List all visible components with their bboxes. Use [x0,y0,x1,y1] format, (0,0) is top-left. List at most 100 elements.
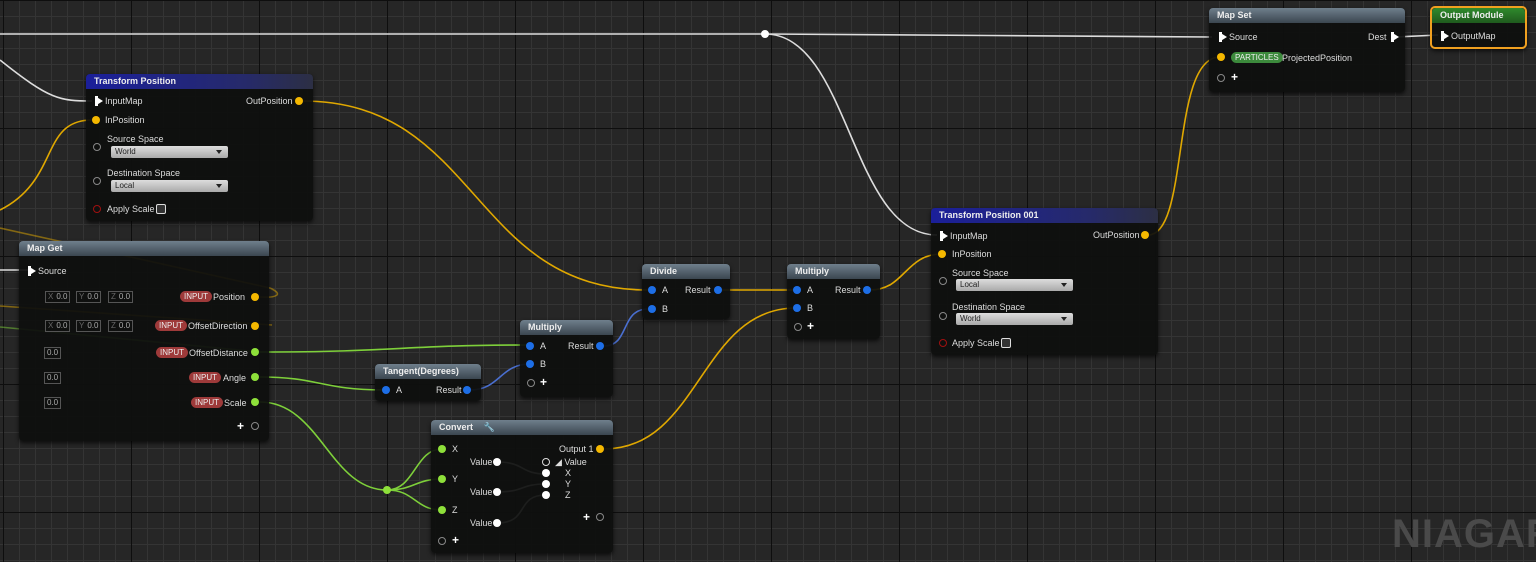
source-pin[interactable] [1219,32,1227,42]
scale-field[interactable]: 0.0 [44,397,62,409]
add-pin[interactable] [251,422,259,430]
pin-label: InPosition [105,115,145,125]
result-pin[interactable] [714,286,722,294]
multiply-node[interactable]: Multiply A B Result + [520,320,613,397]
angle-pin[interactable] [251,373,259,381]
outputmap-pin[interactable] [1441,31,1449,41]
add-pin-icon[interactable]: + [237,419,245,433]
add-pin[interactable] [1217,74,1225,82]
source-space-pin[interactable] [939,277,947,285]
pin-label: Result [436,385,462,395]
value-pin[interactable] [493,519,501,527]
dest-space-dropdown[interactable]: Local [111,180,228,192]
x-sub-pin[interactable] [542,469,550,477]
pin-label: OffsetDirection [188,321,248,331]
b-pin[interactable] [526,360,534,368]
b-pin[interactable] [648,305,656,313]
angle-field[interactable]: 0.0 [44,372,62,384]
scale-pin[interactable] [251,398,259,406]
add-pin[interactable] [438,537,446,545]
outposition-pin[interactable] [1141,231,1149,239]
result-pin[interactable] [463,386,471,394]
input-badge: INPUT [180,291,212,302]
offsetdistance-field[interactable]: 0.0 [44,347,62,359]
value-pin[interactable] [493,458,501,466]
dest-space-dropdown[interactable]: World [956,313,1073,325]
wire-exec-to-tp001 [764,33,938,236]
source-space-dropdown[interactable]: Local [956,279,1073,291]
apply-scale-pin[interactable] [939,339,947,347]
map-set-node[interactable]: Map Set Source Dest PARTICLES ProjectedP… [1209,8,1405,92]
wrench-icon[interactable]: 🔧 [483,422,495,432]
add-pin[interactable] [794,323,802,331]
dest-pin[interactable] [1391,32,1399,42]
pin-label: Source [1229,32,1258,42]
offsetdirection-pin[interactable] [251,322,259,330]
result-pin[interactable] [596,342,604,350]
add-pin-icon[interactable]: + [1231,70,1239,84]
add-pin-icon[interactable]: + [540,375,548,389]
apply-scale-checkbox[interactable] [1001,338,1011,348]
reroute-node-float[interactable] [383,486,391,494]
add-pin-icon[interactable]: + [452,533,460,547]
y-pin[interactable] [438,475,446,483]
transform-position-001-node[interactable]: Transform Position 001 InputMap InPositi… [931,208,1158,355]
wire-exec-to-tp [0,59,93,102]
inputmap-pin[interactable] [95,96,103,106]
source-space-pin[interactable] [93,143,101,151]
a-pin[interactable] [793,286,801,294]
pin-label: B [662,304,669,314]
value: 0.0 [118,321,131,330]
source-space-dropdown[interactable]: World [111,146,228,158]
axis-label: Y [79,292,85,301]
dest-space-pin[interactable] [939,312,947,320]
inposition-pin[interactable] [92,116,100,124]
x-pin[interactable] [438,445,446,453]
position-pin[interactable] [251,293,259,301]
apply-scale-pin[interactable] [93,205,101,213]
a-pin[interactable] [648,286,656,294]
output-module-node[interactable]: Output Module OutputMap [1430,6,1527,49]
transform-position-node[interactable]: Transform Position InputMap InPosition O… [86,74,313,221]
output-pin[interactable] [596,445,604,453]
dest-space-pin[interactable] [93,177,101,185]
wire-convert-multiply [603,307,797,450]
pin-label: InputMap [950,231,988,241]
a-pin[interactable] [526,342,534,350]
z-pin[interactable] [438,506,446,514]
offsetdistance-pin[interactable] [251,348,259,356]
multiply-node-2[interactable]: Multiply A B Result + [787,264,880,339]
convert-node[interactable]: Convert 🔧 X Y Z Value Value Value Output… [431,420,613,553]
reroute-node[interactable] [761,30,769,38]
outposition-pin[interactable] [295,97,303,105]
value-struct-pin[interactable] [542,458,550,466]
add-pin[interactable] [527,379,535,387]
y-sub-pin[interactable] [542,480,550,488]
add-pin-icon[interactable]: + [807,319,815,333]
inposition-pin[interactable] [938,250,946,258]
inputmap-pin[interactable] [940,231,948,241]
wire-scale-reroute [259,401,388,491]
a-pin[interactable] [382,386,390,394]
z-sub-pin[interactable] [542,491,550,499]
b-pin[interactable] [793,304,801,312]
projectedposition-pin[interactable] [1217,53,1225,61]
pin-label: OutputMap [1451,31,1496,41]
value-pin[interactable] [493,488,501,496]
wire-distance-multiply1 [259,344,531,353]
divide-node[interactable]: Divide A B Result [642,264,730,319]
apply-scale-checkbox[interactable] [156,204,166,214]
source-pin[interactable] [28,266,36,276]
result-pin[interactable] [863,286,871,294]
add-pin[interactable] [596,513,604,521]
axis-label: Z [111,292,116,301]
add-pin-icon[interactable]: + [583,510,591,524]
tangent-node[interactable]: Tangent(Degrees) A Result [375,364,481,401]
